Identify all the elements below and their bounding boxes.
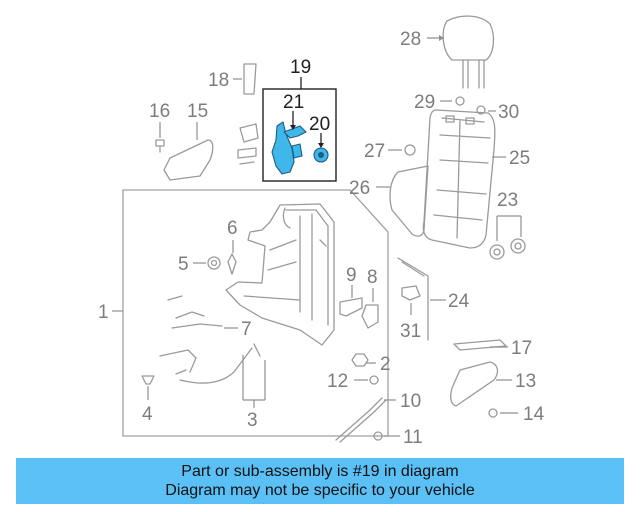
side-cover-13: [450, 361, 499, 407]
trim-24: [397, 257, 429, 341]
banner-line-2: Diagram may not be specific to your vehi…: [165, 482, 475, 499]
callout-13: 13: [515, 371, 536, 392]
guide-30: [476, 105, 486, 115]
caps-23: [489, 215, 526, 260]
seatback-cover: [389, 165, 429, 237]
screw-11: [373, 431, 383, 441]
callout-11: 11: [403, 427, 423, 448]
cable-10: [335, 397, 387, 443]
cable-3: [159, 343, 261, 384]
recliner-lever[interactable]: [271, 121, 295, 175]
callout-25: 25: [509, 148, 530, 169]
nut-2: [351, 353, 369, 367]
callout-12: 12: [327, 371, 348, 392]
recliner-rod[interactable]: [291, 143, 303, 159]
nut-5: [207, 256, 221, 270]
seat-group-frame: [122, 189, 389, 437]
arrow-20: [318, 143, 324, 148]
strip-18: [243, 63, 257, 95]
rod-7: [167, 295, 223, 329]
banner-line-1: Part or sub-assembly is #19 in diagram: [181, 463, 459, 480]
bracket-left-box: [237, 123, 259, 165]
info-banner: Part or sub-assembly is #19 in diagram D…: [16, 458, 624, 504]
nut-5-hole: [210, 259, 218, 267]
callout-14: 14: [523, 404, 545, 425]
guide-29: [455, 96, 465, 106]
callout-17: 17: [511, 338, 532, 359]
parts-diagram: 1 2 3 4 5 6 7 8 9 10 11 12 13 14 15 16 1…: [98, 15, 545, 448]
callout-29: 29: [414, 92, 435, 113]
callout-21: 21: [283, 92, 304, 113]
callout-24: 24: [448, 291, 470, 312]
callout-3: 3: [247, 410, 258, 431]
callout-6: 6: [227, 218, 238, 239]
seat-cushion-frame: [225, 203, 335, 346]
screw-14: [488, 408, 498, 418]
callout-8: 8: [367, 267, 378, 288]
callout-7: 7: [241, 319, 252, 340]
strap-17: [453, 339, 507, 351]
arrow-21: [290, 125, 296, 130]
arrow-28: [439, 35, 444, 41]
callout-10: 10: [400, 391, 421, 412]
callout-15: 15: [187, 101, 208, 122]
clip-27: [404, 144, 416, 156]
bracket-8: [361, 304, 379, 329]
callout-30: 30: [498, 102, 519, 123]
bolt-12: [369, 375, 379, 385]
clip-4: [141, 375, 155, 385]
seatback: [422, 109, 496, 249]
bushing-hole: [318, 152, 324, 158]
callout-27: 27: [364, 141, 385, 162]
callout-9: 9: [346, 265, 357, 286]
recliner-link[interactable]: [283, 125, 307, 139]
leader-3: [242, 355, 266, 408]
trim-15: [163, 139, 214, 181]
assembly-19-box: [262, 88, 337, 182]
callout-18: 18: [208, 70, 229, 91]
callout-16: 16: [149, 101, 170, 122]
bracket-9: [339, 297, 363, 317]
callout-23: 23: [497, 190, 518, 211]
callout-4: 4: [142, 404, 153, 425]
pin-6: [227, 253, 237, 275]
callout-28: 28: [400, 29, 421, 50]
callout-19: 19: [290, 57, 311, 78]
callout-31: 31: [400, 321, 421, 342]
callout-20: 20: [309, 114, 330, 135]
callout-5: 5: [178, 254, 189, 275]
callout-1: 1: [98, 302, 109, 323]
callout-2: 2: [380, 354, 391, 375]
callout-26: 26: [349, 178, 370, 199]
screw-16: [155, 139, 165, 153]
headrest: [442, 15, 495, 89]
bracket-31: [401, 285, 421, 301]
